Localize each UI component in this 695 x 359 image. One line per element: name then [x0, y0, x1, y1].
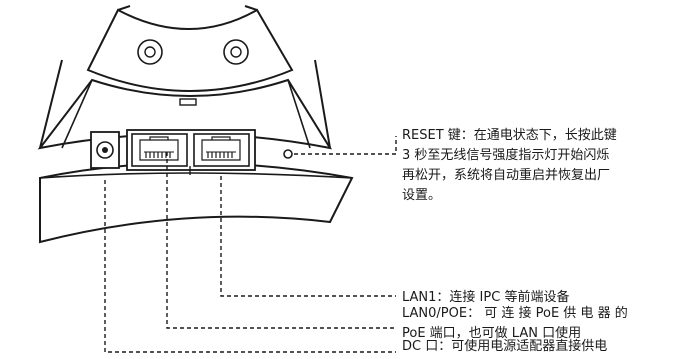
lan1-callout: LAN1：连接 IPC 等前端设备: [402, 288, 569, 308]
reset-button-hole: [283, 149, 293, 159]
screw-left: [137, 39, 163, 65]
lan0-line-1: LAN0/POE： 可 连 接 PoE 供 电 器 的: [402, 306, 628, 321]
bracket-inner-line: [117, 5, 131, 11]
reset-line-4: 设置。: [402, 188, 442, 203]
bracket-inner-line-right: [244, 5, 258, 11]
lan1-port: [193, 133, 250, 167]
dc-text: DC 口：可使用电源适配器直接供电: [402, 339, 608, 354]
leader-dc: [104, 180, 396, 353]
lan0-callout: LAN0/POE： 可 连 接 PoE 供 电 器 的 PoE 端口，也可做 L…: [402, 304, 628, 344]
screw-right: [223, 39, 249, 65]
body-notch: [179, 98, 197, 106]
leader-lan0: [166, 152, 396, 329]
reset-line-1: RESET 键：在通电状态下，长按此键: [402, 128, 617, 143]
dc-port: [90, 131, 120, 169]
reset-line-2: 3 秒至无线信号强度指示灯开始闪烁: [402, 148, 610, 163]
lan0-port: [131, 133, 188, 167]
reset-line-3: 再松开，系统将自动重启并恢复出厂: [402, 168, 611, 183]
reset-callout: RESET 键：在通电状态下，长按此键 3 秒至无线信号强度指示灯开始闪烁 再松…: [402, 126, 694, 206]
body-side-right: [314, 59, 331, 149]
dc-callout: DC 口：可使用电源适配器直接供电: [402, 337, 607, 357]
leader-lines: [104, 136, 397, 353]
body-side-left: [39, 59, 63, 149]
leader-reset: [294, 136, 397, 155]
leader-lan1: [220, 176, 396, 297]
upper-bracket: [86, 8, 294, 92]
lan0-line-2: PoE 端口，也可做 LAN 口使用: [402, 326, 582, 341]
body-side-right-2: [287, 79, 311, 149]
lan1-text: LAN1：连接 IPC 等前端设备: [402, 290, 570, 305]
body-side-left-2: [61, 79, 93, 149]
